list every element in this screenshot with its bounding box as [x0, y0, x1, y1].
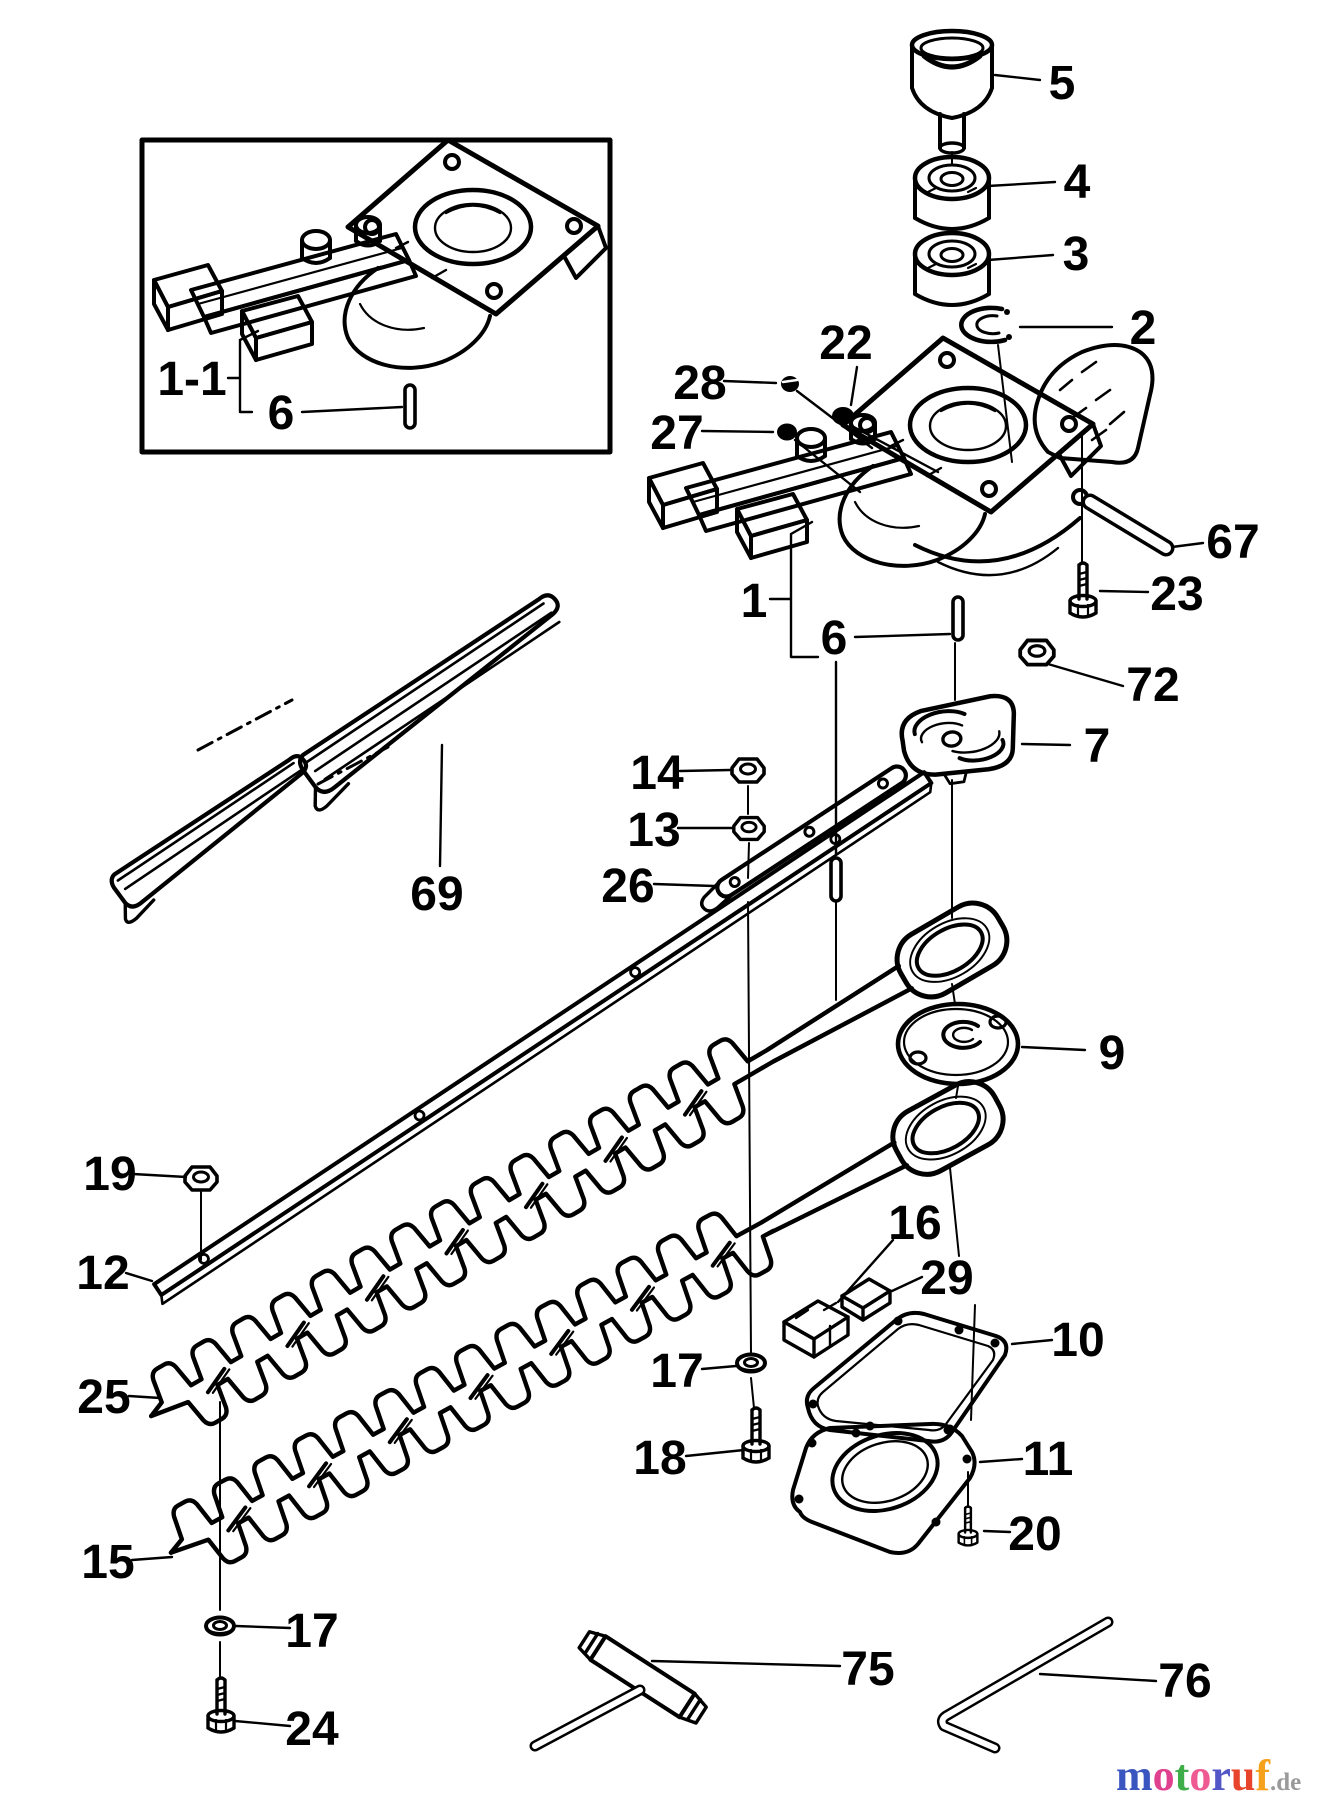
nut-13 [732, 815, 766, 842]
label-25: 25 [77, 1371, 130, 1424]
washer-17-right [735, 1352, 767, 1374]
eccentric-disc-9 [895, 1001, 1021, 1087]
lower-shell-rim [913, 516, 1082, 564]
bolt-18 [741, 1406, 771, 1464]
label-13: 13 [627, 804, 680, 857]
cup-washer-5 [909, 28, 995, 155]
label-27: 27 [650, 407, 703, 460]
pin-6-a [951, 595, 965, 642]
nut-14 [730, 757, 766, 784]
label-69: 69 [410, 868, 463, 921]
watermark-suffix: .de [1270, 1769, 1301, 1796]
label-9: 9 [1099, 1027, 1126, 1080]
upper-blade-25 [148, 900, 1010, 1427]
clamp-16 [782, 1299, 850, 1359]
label-22: 22 [819, 317, 872, 370]
bolt-23 [1068, 561, 1098, 619]
nut-72 [1018, 638, 1056, 667]
watermark-letter: o [1189, 1751, 1211, 1800]
screw-28 [781, 376, 799, 392]
label-15: 15 [81, 1536, 134, 1589]
inset-pin-6 [403, 383, 417, 430]
label-17-left: 17 [285, 1605, 338, 1658]
t-wrench-75 [529, 1630, 708, 1752]
bearing-4 [912, 154, 992, 231]
axis-lines [200, 151, 1083, 1677]
allen-key-76 [936, 1616, 1114, 1754]
label-28: 28 [673, 357, 726, 410]
label-6-inset: 6 [268, 387, 295, 440]
inset-gear-case-assembly [154, 140, 606, 368]
bracket-29 [840, 1277, 892, 1322]
label-24: 24 [285, 1703, 339, 1756]
label-20: 20 [1008, 1508, 1061, 1561]
label-14: 14 [630, 747, 684, 800]
bolt-20 [957, 1505, 979, 1547]
screw-22 [832, 407, 854, 425]
cover-plate-11 [790, 1421, 977, 1555]
part-labels: 1-1 6 5 4 3 2 22 28 27 67 23 1 6 72 7 14… [76, 57, 1259, 1756]
label-12: 12 [76, 1247, 129, 1300]
label-67: 67 [1206, 516, 1259, 569]
label-2: 2 [1130, 302, 1157, 355]
rubber-boot [1032, 343, 1155, 465]
label-4: 4 [1064, 156, 1091, 209]
washer-17-left [204, 1615, 236, 1637]
bolt-24 [206, 1676, 236, 1734]
pin-6-b [829, 856, 843, 903]
label-5: 5 [1049, 57, 1076, 110]
label-7: 7 [1084, 720, 1111, 773]
leader-lines [124, 73, 1205, 1728]
lower-shell-rim-inner [936, 546, 1060, 577]
bearing-3 [912, 230, 992, 307]
label-19: 19 [83, 1148, 136, 1201]
watermark-letter: f [1255, 1751, 1271, 1800]
snap-ring-2 [959, 305, 1012, 345]
label-1: 1 [741, 575, 768, 628]
watermark-letter: m [1116, 1751, 1153, 1800]
label-11: 11 [1023, 1433, 1074, 1486]
watermark-letter: u [1231, 1751, 1255, 1800]
label-29: 29 [920, 1252, 973, 1305]
label-3: 3 [1063, 228, 1090, 281]
label-72: 72 [1126, 659, 1179, 712]
connector-bar-26 [700, 764, 908, 913]
label-16: 16 [888, 1197, 941, 1250]
label-75: 75 [841, 1643, 894, 1696]
label-10: 10 [1051, 1314, 1104, 1367]
label-23: 23 [1150, 568, 1203, 621]
gasket-10 [804, 1310, 1009, 1444]
watermark-letter: r [1211, 1751, 1231, 1800]
label-18: 18 [633, 1432, 686, 1485]
nut-19 [183, 1165, 219, 1192]
screw-27 [777, 423, 797, 441]
rod-67 [1081, 493, 1175, 557]
label-1-1: 1-1 [157, 353, 226, 406]
motoruf-watermark: motoruf.de [1116, 1751, 1301, 1800]
label-26: 26 [601, 860, 654, 913]
blade-cover-69 [109, 593, 561, 924]
watermark-letter: o [1153, 1751, 1175, 1800]
lower-blade-15 [168, 1079, 1006, 1565]
label-6: 6 [821, 612, 848, 665]
label-17-right: 17 [650, 1345, 703, 1398]
inset-box [139, 137, 613, 455]
label-76: 76 [1158, 1655, 1211, 1708]
watermark-letter: t [1175, 1751, 1190, 1800]
